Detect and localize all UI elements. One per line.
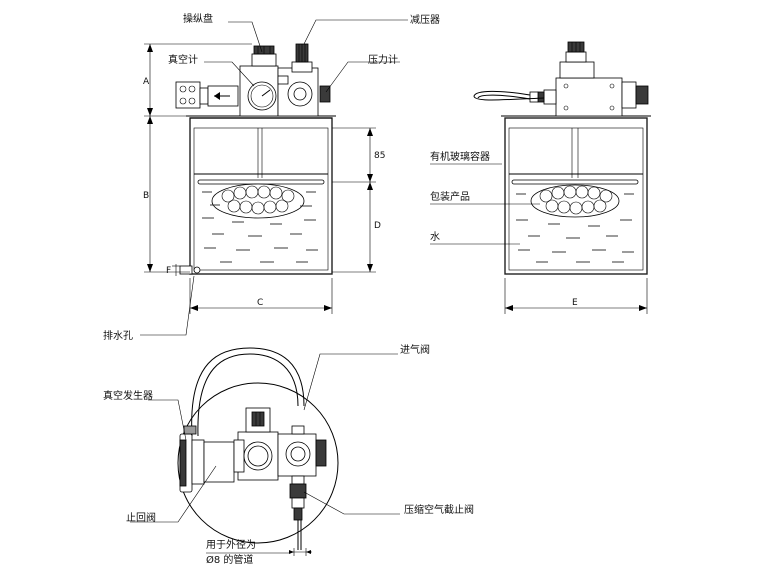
front-control-box: [239, 43, 331, 117]
side-leaders: [430, 163, 540, 245]
label-intake-valve: 进气阀: [400, 343, 430, 356]
label-water: 水: [430, 231, 440, 243]
front-view: A B F 85 D C 操纵盘 减压器 真空计 压力计 排水孔: [103, 12, 440, 342]
label-pressure-reducer: 减压器: [410, 14, 440, 26]
label-control-panel: 操纵盘: [183, 12, 213, 25]
detail-air-hose: [191, 347, 305, 437]
front-vacuum-generator: [175, 81, 239, 109]
dim-f: F: [166, 266, 171, 276]
dim-a: A: [143, 77, 150, 87]
label-vacuum-generator: 真空发生器: [103, 389, 153, 402]
label-air-shutoff-valve: 压缩空气截止阀: [404, 503, 474, 516]
label-packaged-product: 包装产品: [430, 190, 470, 203]
detail-leaders: [130, 353, 400, 554]
dim-e: E: [572, 298, 578, 308]
dim-c: C: [257, 298, 263, 308]
label-pipe-note-line2: Ø8 的管道: [206, 553, 253, 566]
front-drain-fitting: [179, 265, 193, 275]
side-view: E 有机玻璃容器 包装产品 水: [430, 41, 651, 314]
front-packaged-product: [211, 183, 305, 219]
side-air-hose: [473, 90, 545, 101]
side-control-box: [529, 41, 649, 117]
front-water-lines: [202, 191, 318, 263]
side-dimension-lines: [504, 278, 648, 314]
front-dimension-lines: [144, 43, 376, 314]
dim-d: D: [374, 221, 381, 231]
front-press-plate: [197, 179, 325, 185]
detail-pipe-dimension: [289, 548, 312, 556]
detail-center-block: [233, 407, 279, 481]
detail-vacuum-generator: [179, 425, 235, 493]
label-vacuum-gauge: 真空计: [168, 53, 198, 66]
label-check-valve: 止回阀: [126, 511, 156, 524]
label-acrylic-container: 有机玻璃容器: [430, 150, 490, 163]
detail-circle: [177, 382, 339, 544]
label-drain-hole: 排水孔: [103, 329, 133, 342]
dim-85: 85: [374, 151, 385, 161]
side-water-lines: [516, 193, 634, 263]
label-pressure-gauge: 压力计: [368, 53, 398, 66]
front-leaders: [140, 19, 408, 336]
detail-right-block: [277, 425, 327, 550]
detail-view: 进气阀 真空发生器 止回阀 压缩空气截止阀 用于外径为 Ø8 的管道: [103, 343, 474, 566]
front-tank-inner: [193, 127, 329, 271]
dim-b: B: [143, 191, 149, 201]
label-pipe-note-line1: 用于外径为: [206, 538, 256, 551]
side-packaged-product: [530, 184, 620, 218]
